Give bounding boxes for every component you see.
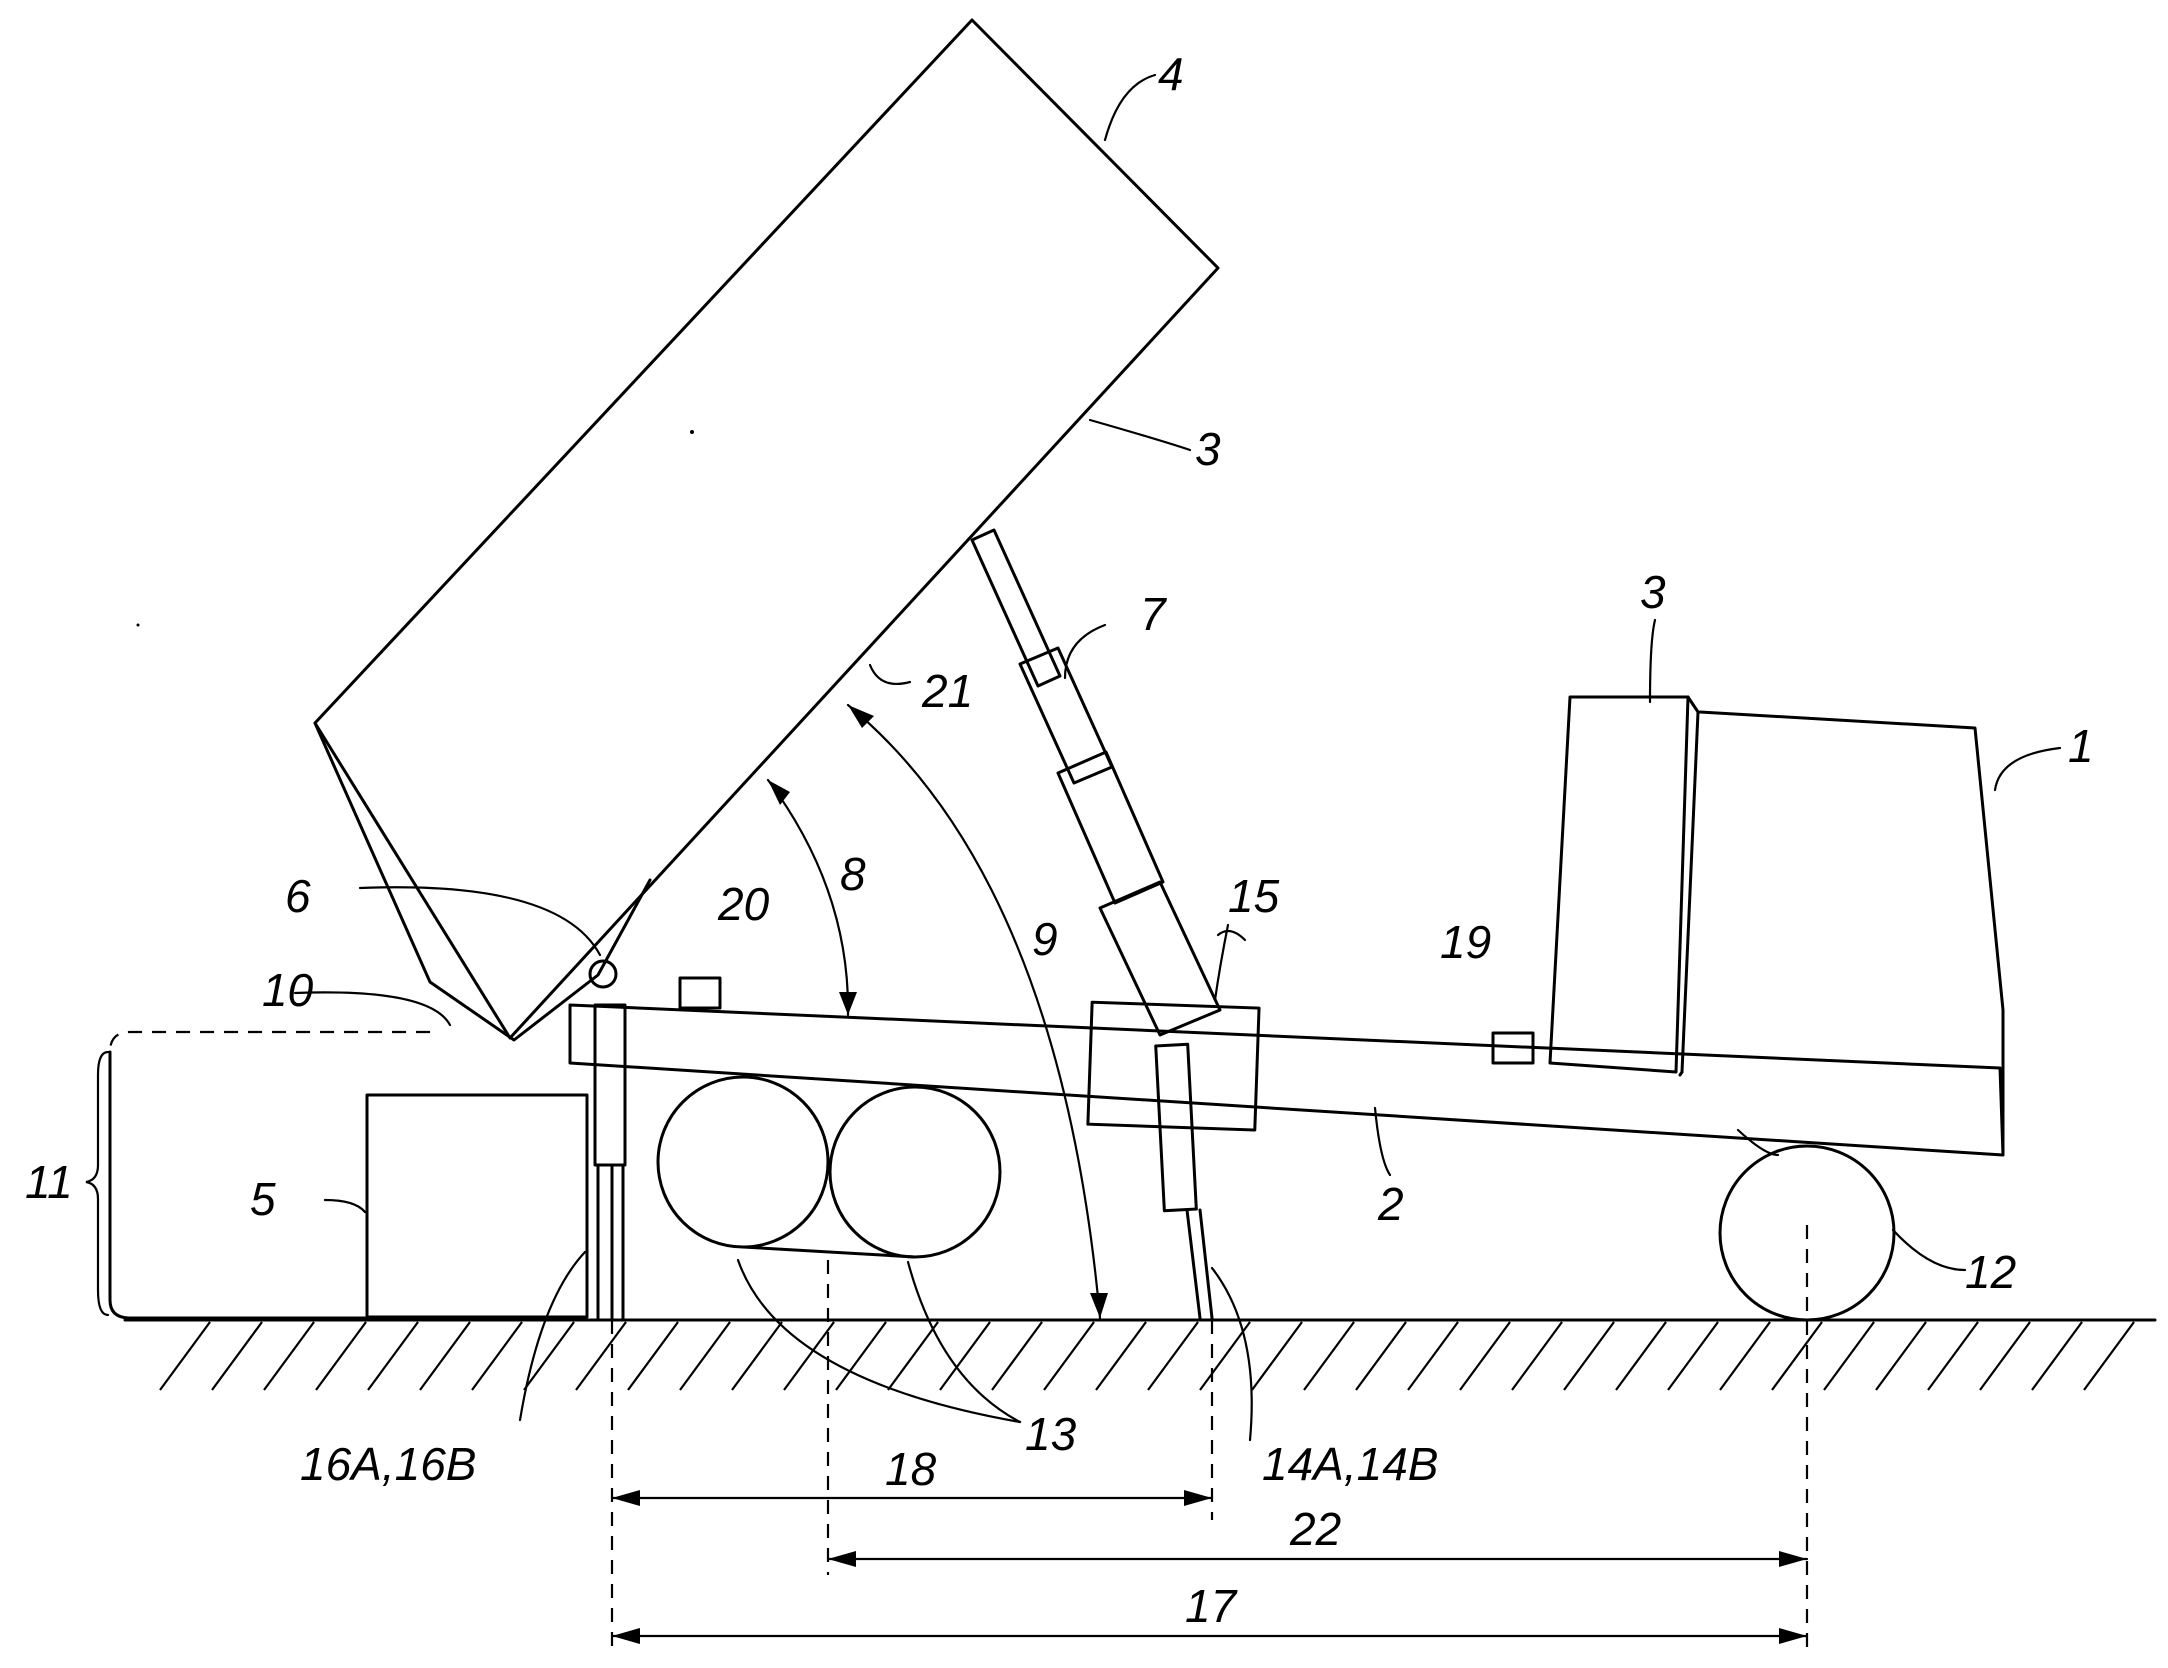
rear-stabilizer (595, 1005, 625, 1318)
label-9: 9 (1032, 913, 1058, 965)
hatch-line (680, 1322, 730, 1390)
hatch-line (524, 1322, 574, 1390)
hatch-line (368, 1322, 418, 1390)
truck-cab (1550, 697, 2003, 1153)
label-22: 22 (1289, 1503, 1341, 1555)
label-5: 5 (250, 1173, 276, 1225)
label-13: 13 (1025, 1408, 1077, 1460)
label-14: 14A,14B (1262, 1438, 1438, 1490)
hatch-line (1460, 1322, 1510, 1390)
rear-wheel-2 (830, 1087, 1000, 1257)
hatch-line (1096, 1322, 1146, 1390)
label-7: 7 (1140, 588, 1167, 640)
label-21: 21 (921, 665, 973, 717)
label-4: 4 (1158, 48, 1184, 100)
label-19: 19 (1440, 916, 1491, 968)
sensor-box-20 (680, 978, 720, 1008)
hatch-line (160, 1322, 210, 1390)
hatch-line (2084, 1322, 2134, 1390)
hatch-line (316, 1322, 366, 1390)
base-block (367, 1095, 587, 1317)
hatch-line (784, 1322, 834, 1390)
leader-lines (295, 75, 2060, 1440)
chassis-frame (570, 1005, 2003, 1155)
hatch-line (1928, 1322, 1978, 1390)
stray-dot (690, 430, 694, 434)
hatch-line (2032, 1322, 2082, 1390)
label-6: 6 (285, 870, 311, 922)
label-1: 1 (2068, 720, 2094, 772)
hatch-line (732, 1322, 782, 1390)
support-mount (1088, 1002, 1259, 1130)
hatch-line (1252, 1322, 1302, 1390)
hatch-line (628, 1322, 678, 1390)
hatch-line (992, 1322, 1042, 1390)
hatch-line (888, 1322, 938, 1390)
hatch-line (1304, 1322, 1354, 1390)
hatch-line (1044, 1322, 1094, 1390)
hatch-line (420, 1322, 470, 1390)
hatch-line (1564, 1322, 1614, 1390)
hatch-line (1772, 1322, 1822, 1390)
hatch-line (1668, 1322, 1718, 1390)
stray-dot (137, 624, 140, 627)
hatch-line (1980, 1322, 2030, 1390)
label-20: 20 (717, 878, 770, 930)
ground-hatching (160, 1322, 2134, 1390)
hatch-line (1616, 1322, 1666, 1390)
hatch-line (264, 1322, 314, 1390)
rear-wheel-1 (658, 1077, 828, 1247)
label-15: 15 (1228, 870, 1280, 922)
hatch-line (1356, 1322, 1406, 1390)
label-3-container: 3 (1195, 423, 1221, 475)
label-16: 16A,16B (300, 1438, 476, 1490)
angle-arcs (768, 705, 1108, 1318)
hatch-line (576, 1322, 626, 1390)
ground (125, 1320, 2155, 1390)
hatch-line (836, 1322, 886, 1390)
hatch-line (1720, 1322, 1770, 1390)
label-17: 17 (1185, 1580, 1238, 1632)
label-8: 8 (840, 848, 866, 900)
hatch-line (472, 1322, 522, 1390)
label-18: 18 (885, 1443, 937, 1495)
hatch-line (1824, 1322, 1874, 1390)
label-3-cab: 3 (1640, 566, 1666, 618)
label-11: 11 (25, 1156, 73, 1208)
lift-cylinder (972, 530, 1220, 1035)
label-10: 10 (262, 964, 314, 1016)
hatch-line (1408, 1322, 1458, 1390)
hatch-line (1876, 1322, 1926, 1390)
label-2: 2 (1377, 1178, 1404, 1230)
hatch-line (212, 1322, 262, 1390)
hatch-line (1512, 1322, 1562, 1390)
label-12: 12 (1965, 1246, 2016, 1298)
bracket-11 (86, 1052, 108, 1315)
hatch-line (1148, 1322, 1198, 1390)
front-stabilizer (1156, 1044, 1212, 1318)
